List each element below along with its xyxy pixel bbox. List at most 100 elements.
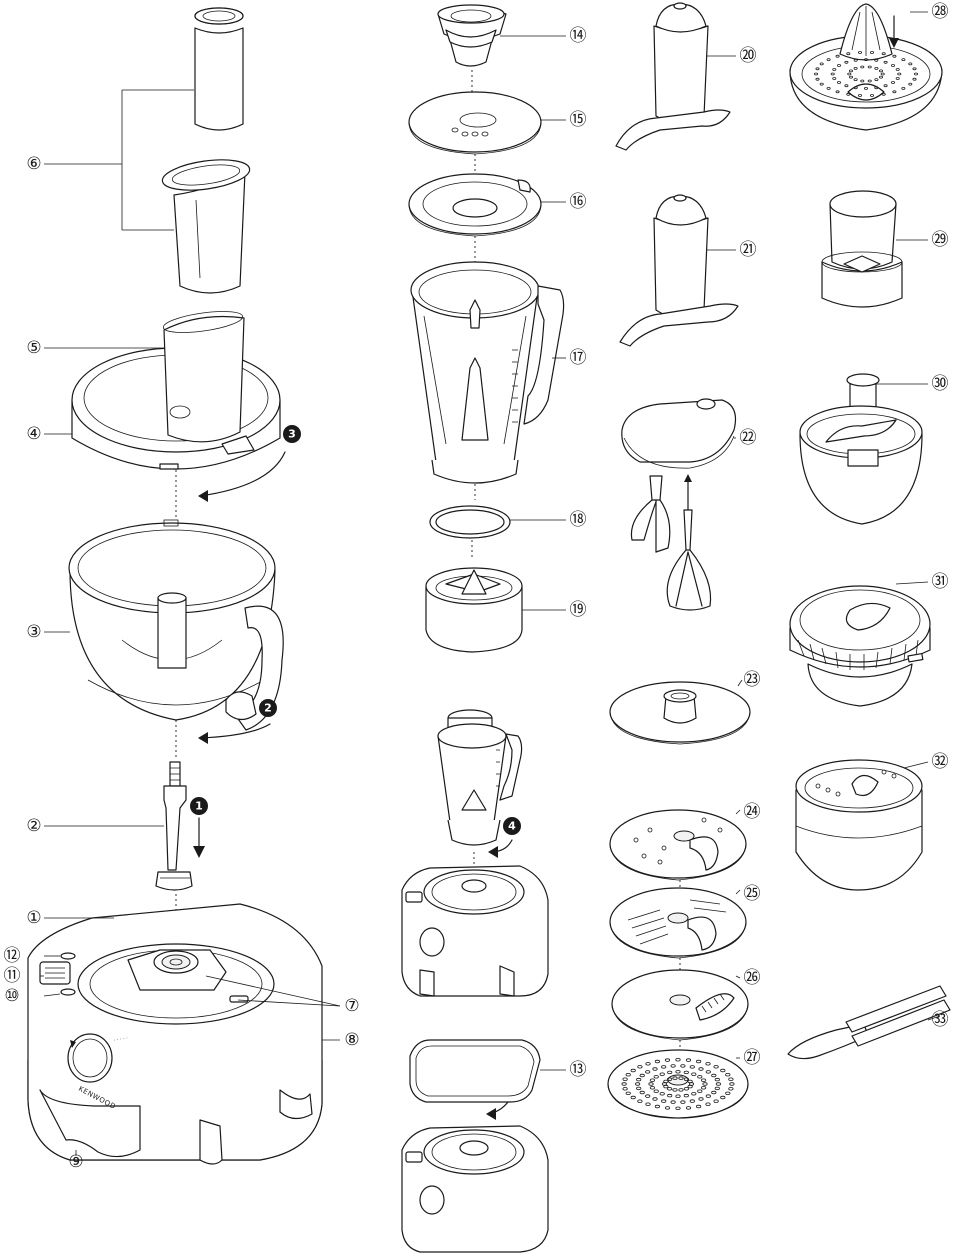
grater-hole [860, 79, 865, 83]
grater-hole [705, 1062, 711, 1066]
svg-text:④: ④ [26, 424, 41, 444]
grater-hole [648, 1082, 654, 1086]
grater-hole [691, 1072, 697, 1076]
grater-hole [634, 1082, 641, 1086]
grater-hole [832, 68, 837, 71]
grater-hole [849, 75, 854, 79]
grater-hole [867, 79, 872, 83]
grater-hole [678, 1076, 684, 1080]
grater-hole [879, 69, 884, 73]
grater-hole [901, 87, 906, 90]
grater-hole [826, 58, 831, 61]
grater-hole [698, 1097, 704, 1101]
grater-hole [814, 72, 819, 76]
drive-shaft [155, 761, 193, 891]
grater-hole [858, 51, 863, 54]
grater-hole [625, 1072, 631, 1077]
leader-lines-col1 [40, 89, 341, 1156]
grater-hole [654, 1104, 661, 1109]
part-label-13: ⑬ [570, 1060, 587, 1080]
part-label-9: ⑨ [68, 1152, 83, 1172]
grater-hole [815, 67, 820, 71]
grater-hole [844, 84, 849, 88]
grater-hole [667, 1070, 673, 1075]
part-label-3: ③ [26, 622, 41, 642]
part-label-1: ① [26, 908, 41, 928]
grater-hole [687, 1079, 693, 1084]
part-label-15: ⑮ [570, 110, 587, 130]
grater-hole [645, 1102, 651, 1106]
grater-hole [652, 1097, 658, 1101]
grater-hole [874, 78, 879, 81]
grating-disc-25 [609, 887, 747, 959]
grater-hole [695, 1104, 702, 1109]
grater-hole [714, 1086, 720, 1091]
grater-hole [654, 1059, 661, 1064]
grater-hole [908, 62, 913, 66]
rotation-arrow-4 [488, 839, 513, 858]
grater-hole [683, 1087, 690, 1091]
grater-hole [870, 51, 875, 54]
part-label-6: ⑥ [26, 154, 41, 174]
grater-hole [675, 1057, 681, 1062]
part-label-26: ㉖ [744, 968, 761, 988]
step-label-2: 2 [259, 699, 277, 717]
grater-hole [636, 1086, 642, 1091]
grater-hole [683, 1093, 689, 1098]
svg-text:⑫: ⑫ [4, 946, 21, 966]
grater-hole [680, 1100, 686, 1104]
grater-hole [659, 1092, 665, 1096]
grater-hole [697, 1075, 703, 1079]
grater-hole [892, 54, 897, 58]
grater-hole [729, 1082, 735, 1086]
svg-text:⑥: ⑥ [26, 154, 41, 174]
svg-text:⑩: ⑩ [4, 986, 19, 1006]
part-label-30: ㉚ [932, 374, 949, 394]
whisk-attachment-22 [621, 398, 737, 611]
svg-text:㉑: ㉑ [740, 240, 757, 260]
part-label-10: ⑩ [4, 986, 19, 1006]
grater-hole [687, 1084, 693, 1089]
grater-hole [864, 58, 869, 61]
grater-hole [819, 62, 824, 66]
part-label-12: ⑫ [4, 946, 21, 966]
grater-hole [725, 1072, 731, 1077]
dicing-kit-32 [795, 759, 923, 891]
grater-hole [621, 1082, 627, 1086]
part-label-7: ⑦ [344, 996, 359, 1016]
grater-hole [892, 90, 897, 94]
part-label-23: ㉓ [744, 670, 761, 690]
grater-hole [714, 1077, 720, 1082]
grater-hole [637, 1099, 643, 1103]
rotation-arrow-3 [198, 451, 286, 502]
grater-hole [630, 1095, 636, 1100]
fine-grating-disc-27 [607, 1049, 749, 1119]
grater-hole [705, 1102, 711, 1106]
grater-hole [700, 1078, 707, 1082]
grater-hole [874, 86, 879, 90]
grater-hole [649, 1086, 656, 1090]
step-label-1: 1 [190, 797, 208, 815]
mill-29 [821, 190, 903, 308]
grater-hole [649, 1078, 656, 1082]
grater-hole [659, 1072, 665, 1076]
part-label-18: ⑱ [570, 510, 587, 530]
grater-hole [881, 52, 886, 56]
blender-lid [408, 91, 542, 155]
part-label-4: ④ [26, 424, 41, 444]
grater-hole [879, 75, 884, 79]
svg-text:③: ③ [26, 622, 41, 642]
grater-hole [639, 1090, 645, 1095]
grater-hole [853, 78, 858, 81]
grater-hole [853, 86, 858, 90]
grater-hole [685, 1106, 692, 1110]
accessory-tray [409, 1039, 541, 1103]
grater-hole [713, 1065, 719, 1069]
part-label-28: ㉘ [932, 2, 949, 22]
part-label-8: ⑧ [344, 1030, 359, 1050]
svg-text:㉘: ㉘ [932, 2, 949, 22]
lid-seal [408, 173, 542, 237]
svg-text:⑬: ⑬ [570, 1060, 587, 1080]
citrus-arrow [889, 15, 899, 48]
